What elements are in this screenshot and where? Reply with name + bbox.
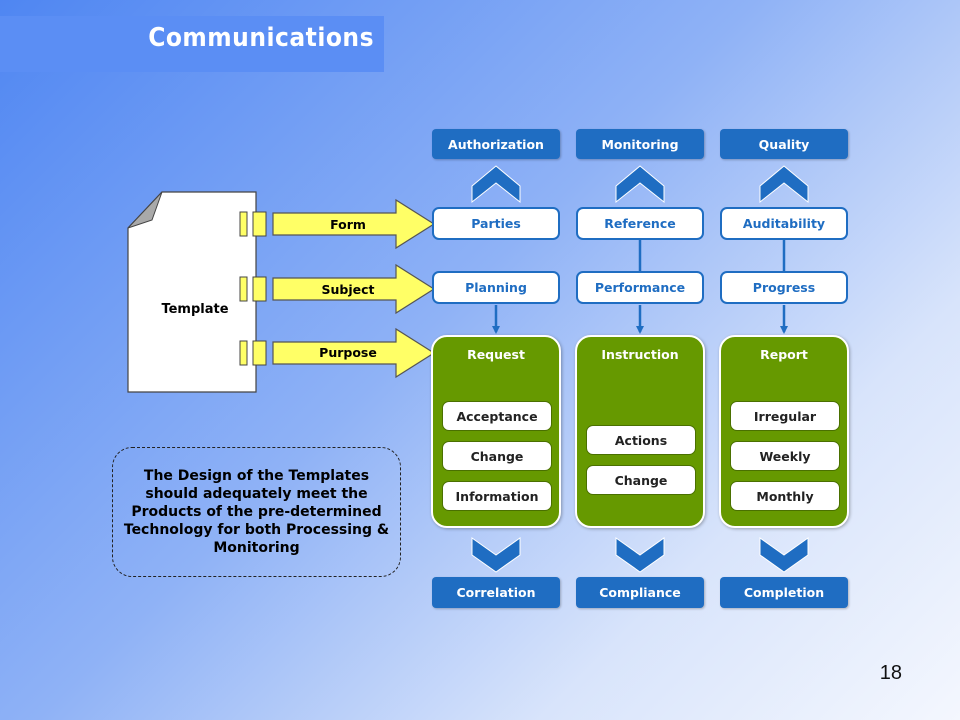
instruction-title: Instruction	[601, 347, 679, 362]
template-tabs	[239, 211, 267, 366]
actions-item: Actions	[586, 425, 696, 455]
slide-title: Communications	[148, 23, 374, 53]
monitoring-box: Monitoring	[576, 129, 704, 159]
subject-arrow	[272, 263, 436, 315]
report-group: Report Irregular Weekly Monthly	[719, 335, 849, 528]
correlation-box: Correlation	[432, 577, 560, 608]
performance-box: Performance	[576, 271, 704, 304]
subject-label: Subject	[321, 282, 375, 297]
planning-box: Planning	[432, 271, 560, 304]
quality-box: Quality	[720, 129, 848, 159]
design-note: The Design of the Templates should adequ…	[112, 447, 401, 577]
parties-box: Parties	[432, 207, 560, 240]
auditability-box: Auditability	[720, 207, 848, 240]
template-label: Template	[161, 302, 229, 317]
purpose-arrow	[272, 327, 436, 379]
change-item: Change	[586, 465, 696, 495]
chevrons-down	[471, 537, 809, 573]
chevrons-up	[471, 165, 809, 204]
request-group: Request Acceptance Change Information	[431, 335, 561, 528]
form-arrow	[272, 198, 436, 250]
authorization-box: Authorization	[432, 129, 560, 159]
information-item: Information	[442, 481, 552, 511]
acceptance-item: Acceptance	[442, 401, 552, 431]
design-note-text: The Design of the Templates should adequ…	[123, 468, 390, 556]
compliance-box: Compliance	[576, 577, 704, 608]
request-title: Request	[467, 347, 525, 362]
instruction-group: Instruction Actions Change	[575, 335, 705, 528]
reference-box: Reference	[576, 207, 704, 240]
progress-box: Progress	[720, 271, 848, 304]
completion-box: Completion	[720, 577, 848, 608]
report-title: Report	[760, 347, 808, 362]
page-number: 18	[879, 662, 902, 684]
yellow-arrows	[272, 198, 436, 379]
weekly-item: Weekly	[730, 441, 840, 471]
connectors	[492, 232, 788, 334]
title-bar: Communications	[0, 16, 384, 72]
change-item: Change	[442, 441, 552, 471]
monthly-item: Monthly	[730, 481, 840, 511]
template-fold	[127, 191, 163, 229]
purpose-label: Purpose	[319, 345, 377, 360]
form-label: Form	[330, 217, 366, 232]
irregular-item: Irregular	[730, 401, 840, 431]
